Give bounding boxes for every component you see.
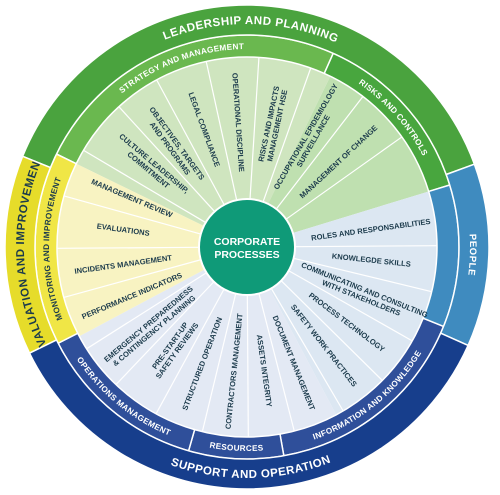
spoke-divider: [155, 288, 225, 415]
spoke-divider: [205, 61, 238, 201]
spoke-divider: [270, 288, 344, 412]
outer-label-people: PEOPLE: [465, 234, 478, 277]
spoke-divider: [293, 257, 432, 293]
spoke-divider: [285, 136, 403, 220]
spoke-divider: [249, 57, 260, 200]
spoke-divider: [57, 246, 200, 249]
spoke-divider: [63, 259, 201, 299]
center-title-line-2: PROCESSES: [214, 249, 279, 261]
spoke-divider: [201, 293, 237, 432]
outer-segment-evaluation: [4, 155, 58, 355]
spoke-divider: [118, 106, 216, 212]
spoke-divider: [280, 280, 383, 381]
spoke-divider: [86, 272, 207, 350]
center-title-line-1: CORPORATE: [214, 236, 280, 248]
spoke-divider: [83, 149, 206, 224]
center-hub-circle: [198, 198, 296, 296]
support-region: [79, 269, 337, 437]
risks-region: [268, 76, 429, 233]
spoke-divider: [156, 79, 225, 206]
spoke-divider: [288, 270, 413, 342]
center-hub: CORPORATE PROCESSES: [198, 198, 296, 296]
monitoring-region: [57, 163, 205, 337]
spoke-divider: [275, 96, 364, 210]
spoke-divider: [258, 293, 295, 432]
spoke-divider: [115, 281, 215, 386]
people-region: [269, 191, 438, 415]
process-sectors: [57, 56, 438, 437]
spoke-divider: [294, 245, 437, 248]
spoke-divider: [63, 195, 201, 235]
spoke-divider: [262, 67, 312, 202]
spoke-divider: [246, 294, 249, 437]
